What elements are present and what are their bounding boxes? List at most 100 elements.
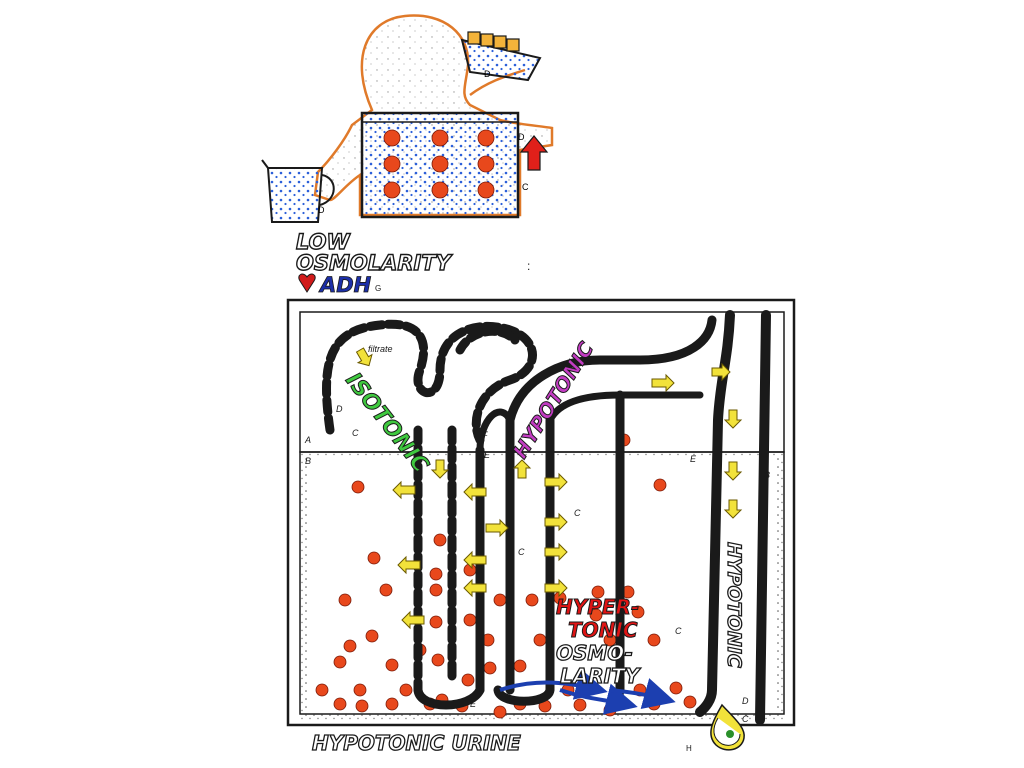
letter-b-right: B [764, 470, 770, 480]
heading-osmolarity: OSMOLARITY [296, 251, 453, 275]
solute-particle [355, 699, 369, 713]
solute-particle [589, 608, 603, 622]
letter-a: A [304, 435, 311, 445]
solute-particle [477, 129, 495, 147]
letter-e-bottom: E [470, 699, 477, 709]
solute-particle [429, 615, 443, 629]
label-hyper-4: LARITY [560, 664, 642, 688]
solute-particle [333, 655, 347, 669]
yellow-arrow [544, 512, 568, 532]
yellow-arrow [355, 347, 373, 367]
letter-c-left: C [352, 428, 359, 438]
solute-particle [683, 695, 697, 709]
letter-c-box: C [522, 182, 529, 192]
yellow-arrow [544, 472, 568, 492]
yellow-arrow [463, 550, 487, 570]
letter-c-drop: C [742, 714, 749, 724]
letter-d-box: D [518, 132, 525, 142]
heading-adh: ADH [318, 273, 372, 297]
solute-particle [431, 129, 449, 147]
yellow-arrow [463, 578, 487, 598]
solute-particle [461, 673, 475, 687]
yellow-arrow [711, 362, 731, 382]
solute-particle [647, 697, 661, 711]
yellow-arrow [723, 499, 743, 519]
solute-particle [431, 653, 445, 667]
yellow-arrow [723, 461, 743, 481]
solute-particle [343, 639, 357, 653]
letter-b-left: B [305, 456, 311, 466]
solute-particle [463, 613, 477, 627]
solute-particle [433, 533, 447, 547]
solute-particle [533, 633, 547, 647]
letter-d-cup: D [484, 69, 491, 79]
heading-low: LOW [296, 230, 350, 254]
yellow-arrow [544, 542, 568, 562]
up-arrow-icon [519, 135, 549, 171]
solute-particle [365, 629, 379, 643]
heading-osmolarity-suffix: : [527, 259, 530, 273]
heading-adh-mark: G [375, 284, 381, 293]
solute-particle [513, 659, 527, 673]
yellow-arrow [430, 459, 450, 479]
urine-drop-icon [710, 703, 745, 751]
letter-d-left: D [336, 404, 343, 414]
yellow-arrow [512, 459, 532, 479]
solute-particle [647, 633, 661, 647]
solute-particle [338, 593, 352, 607]
solute-particle [431, 181, 449, 199]
letter-d-pitcher: D [318, 205, 325, 215]
solute-particle [431, 155, 449, 173]
letter-e-duct: E [690, 454, 697, 464]
water-cup-icon [460, 31, 542, 82]
letter-c-right: C [675, 626, 682, 636]
label-hyper-1: HYPER- [556, 595, 639, 619]
letter-c-inner: C [518, 547, 525, 557]
yellow-arrow [723, 409, 743, 429]
solute-particle [493, 705, 507, 719]
solute-particle [429, 583, 443, 597]
yellow-arrow [401, 610, 425, 630]
solute-particle [483, 661, 497, 675]
solute-particle [477, 155, 495, 173]
solute-particle [653, 478, 667, 492]
solute-particle [385, 697, 399, 711]
solute-particle [669, 681, 683, 695]
yellow-arrow [392, 480, 416, 500]
label-hyper-2: TONIC [568, 618, 638, 642]
water-flow-arrows [355, 347, 743, 630]
solute-particle [493, 593, 507, 607]
yellow-arrow [397, 555, 421, 575]
water-pitcher-icon [261, 159, 335, 223]
solute-particle [383, 181, 401, 199]
solute-particle [383, 155, 401, 173]
solute-particle [383, 129, 401, 147]
solute-particle [367, 551, 381, 565]
solute-particle [351, 480, 365, 494]
label-hypotonic-urine: HYPOTONIC URINE [312, 731, 521, 755]
letter-e-loop: E [484, 450, 491, 460]
label-urine-mark: H [686, 744, 692, 753]
solute-particle [353, 683, 367, 697]
solute-particle [591, 585, 605, 599]
solute-flow-arrows [499, 668, 676, 715]
yellow-arrow [544, 578, 568, 598]
body-fluid-box [360, 111, 520, 219]
solute-particle [603, 703, 617, 717]
solute-particle [631, 605, 645, 619]
label-hypotonic-duct: HYPOTONIC [723, 542, 745, 668]
yellow-arrow [485, 518, 509, 538]
letter-f: F [482, 430, 488, 440]
solute-particle [333, 697, 347, 711]
solute-particle [399, 683, 413, 697]
solute-particle [573, 698, 587, 712]
solute-particle [385, 658, 399, 672]
solute-particle [379, 583, 393, 597]
label-hyper-3: OSMO- [556, 641, 633, 665]
yellow-arrow [651, 373, 675, 393]
solute-particle [525, 593, 539, 607]
yellow-arrow [463, 482, 487, 502]
letter-d-drop: D [742, 696, 749, 706]
label-filtrate: filtrate [368, 344, 393, 354]
